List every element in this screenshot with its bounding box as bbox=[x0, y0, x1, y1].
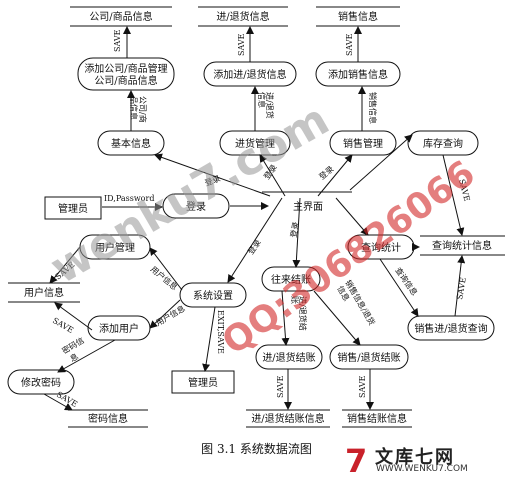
flow-in-return-info-2: 信息 bbox=[257, 92, 267, 108]
flow-user-info: 用户信息 bbox=[149, 264, 180, 292]
store-in-return bbox=[198, 6, 288, 27]
flow-settle-info-1: 进/退货结 bbox=[298, 296, 308, 331]
flow-id-password: ID,Password bbox=[104, 194, 154, 203]
process-sales-settle bbox=[329, 344, 409, 370]
store-password-label: 密码信息 bbox=[88, 412, 128, 425]
process-add-in-return-label: 添加进/退货信息 bbox=[213, 68, 286, 81]
wenku7-logo: 7 文库七网 WWW.WENKU7.COM bbox=[345, 442, 510, 480]
flow-login-5: 登录 bbox=[245, 237, 262, 256]
flow-save-9: SAVE bbox=[276, 375, 285, 398]
flow-save-10: SAVE bbox=[358, 375, 367, 398]
flow-save-7: SAVE bbox=[51, 316, 75, 335]
store-in-return-label: 进/退货信息 bbox=[216, 10, 269, 23]
store-in-return-settle bbox=[246, 409, 330, 428]
store-company-goods bbox=[70, 6, 172, 27]
flow-login-4: 登录 bbox=[288, 221, 301, 238]
store-company-goods-label: 公司/商品信息 bbox=[89, 10, 152, 23]
flow-save-6: SAVE bbox=[54, 260, 77, 281]
store-password bbox=[68, 409, 148, 428]
process-add-company-label-2: 公司/商品信息 bbox=[94, 74, 157, 87]
flow-login-1: 登录 bbox=[203, 173, 221, 188]
store-sales-settle-label: 销售结账信息 bbox=[347, 412, 407, 425]
flow-in-return-info-1: 进/退货 bbox=[265, 92, 275, 119]
process-sales-in-return-query bbox=[407, 315, 495, 341]
flow-save-2: SAVE bbox=[237, 33, 246, 56]
flows bbox=[43, 26, 466, 411]
process-login-label: 登录 bbox=[186, 200, 206, 213]
flow-query-info: 查询信息 bbox=[393, 265, 420, 297]
process-sales-settle-label: 销售/退货结账 bbox=[337, 351, 400, 364]
flow-exit-save: EXIT,SAVE bbox=[216, 310, 225, 354]
flow-sales-settle-info-1: 销售信息/退货 bbox=[343, 278, 377, 327]
process-settle bbox=[261, 266, 321, 292]
flow-password-info-2: 息 bbox=[68, 351, 80, 364]
store-sales-settle bbox=[342, 409, 412, 428]
process-in-return-mgmt-label: 进货管理 bbox=[235, 137, 275, 150]
process-add-user-label: 添加用户 bbox=[99, 322, 139, 335]
process-inventory-query-label: 库存查询 bbox=[423, 137, 463, 150]
process-user-mgmt-label: 用户管理 bbox=[95, 241, 135, 254]
flow-login-2: 登录 bbox=[261, 162, 278, 181]
flow-save-3: SAVE bbox=[345, 33, 354, 56]
process-main-label: 主界面 bbox=[293, 201, 323, 213]
process-change-password-label: 修改密码 bbox=[21, 376, 61, 389]
process-sales-in-return-query-label: 销售进/退货查询 bbox=[414, 322, 487, 335]
store-query-stats bbox=[420, 235, 505, 256]
flow-save-1: SAVE bbox=[113, 29, 122, 52]
logo-mark: 7 bbox=[345, 442, 368, 480]
process-add-sales-label: 添加销售信息 bbox=[328, 68, 388, 81]
flow-settle-info-2: 账 bbox=[290, 296, 299, 304]
flow-company-goods-info-2: 品信息 bbox=[129, 96, 139, 120]
entity-admin-bottom-label: 管理员 bbox=[188, 376, 218, 389]
store-in-return-settle-label: 进/退货结账信息 bbox=[251, 412, 324, 425]
process-add-company bbox=[77, 57, 175, 91]
process-sales-mgmt-label: 销售管理 bbox=[343, 137, 383, 150]
process-change-password bbox=[7, 369, 75, 395]
process-system-settings-label: 系统设置 bbox=[193, 289, 233, 302]
store-sales-label: 销售信息 bbox=[338, 10, 378, 23]
process-in-return-settle-label: 进/退货结账 bbox=[262, 351, 315, 364]
store-user-info-label: 用户信息 bbox=[24, 286, 64, 299]
process-basic-info-label: 基本信息 bbox=[111, 137, 151, 150]
store-query-stats-label: 查询统计信息 bbox=[432, 239, 492, 252]
entity-admin-top-label: 管理员 bbox=[58, 202, 88, 215]
process-query-label: 查询统计 bbox=[361, 241, 401, 254]
process-sales-mgmt bbox=[329, 130, 397, 156]
logo-site: WWW.WENKU7.COM bbox=[376, 464, 468, 474]
entity-admin-top bbox=[44, 196, 102, 220]
logo-name: 文库七网 bbox=[375, 447, 455, 468]
store-user-info bbox=[8, 282, 80, 303]
process-login bbox=[162, 193, 230, 219]
figure-caption: 图 3.1 系统数据流图 bbox=[201, 442, 312, 456]
flow-save-5: SAVE bbox=[455, 276, 468, 300]
process-settle-label: 往来结账 bbox=[271, 273, 311, 286]
flow-company-goods-info-1: 公司/商 bbox=[138, 96, 148, 123]
flow-user-info-2: 用户信息 bbox=[154, 303, 187, 328]
process-system-settings bbox=[179, 282, 247, 308]
process-add-company-label-1: 添加公司/商品管理 bbox=[84, 62, 167, 75]
flow-sales-info: 销售信息 bbox=[368, 92, 378, 124]
flow-save-4: SAVE bbox=[457, 178, 472, 202]
